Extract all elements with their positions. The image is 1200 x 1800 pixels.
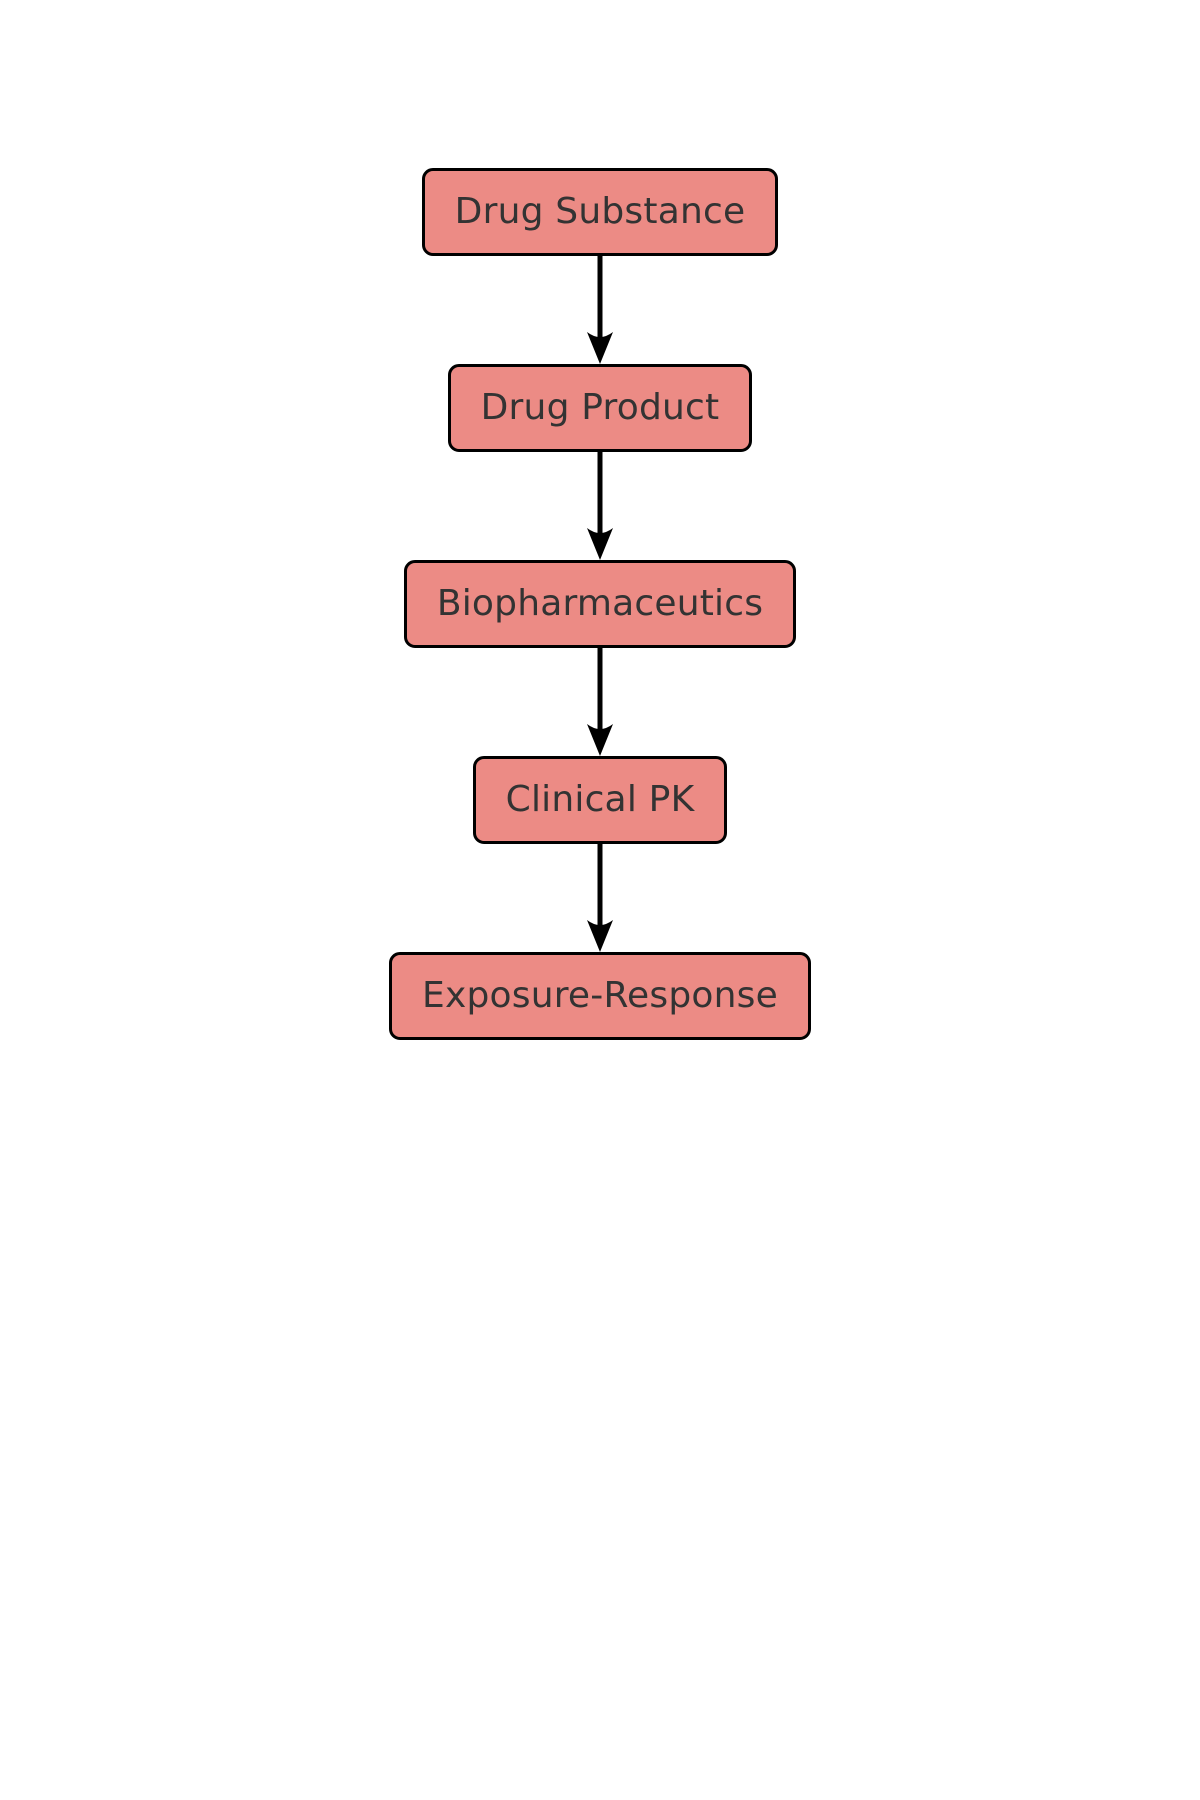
arrow-down-icon (587, 844, 613, 952)
flow-node-label: Drug Substance (454, 191, 746, 232)
flow-node-drug-substance[interactable]: Drug Substance (421, 168, 779, 256)
arrow-down-icon (587, 452, 613, 560)
flow-edge-drug-product-to-biopharmaceutics (580, 452, 620, 560)
flow-node-label: Drug Product (480, 387, 720, 428)
flow-node-biopharmaceutics[interactable]: Biopharmaceutics (403, 560, 797, 648)
flow-node-clinical-pk[interactable]: Clinical PK (472, 756, 728, 844)
flow-node-label: Exposure-Response (422, 975, 778, 1016)
arrow-down-icon (587, 256, 613, 364)
arrow-down-icon (587, 648, 613, 756)
flow-edge-drug-substance-to-drug-product (580, 256, 620, 364)
flow-edge-biopharmaceutics-to-clinical-pk (580, 648, 620, 756)
flow-edge-clinical-pk-to-exposure-response (580, 844, 620, 952)
flow-node-label: Clinical PK (505, 779, 695, 820)
flowchart-node-stack: Drug Substance Drug Product Biopharm (0, 168, 1200, 1040)
flow-node-drug-product[interactable]: Drug Product (447, 364, 753, 452)
flow-node-label: Biopharmaceutics (436, 583, 764, 624)
flow-node-exposure-response[interactable]: Exposure-Response (389, 952, 811, 1040)
